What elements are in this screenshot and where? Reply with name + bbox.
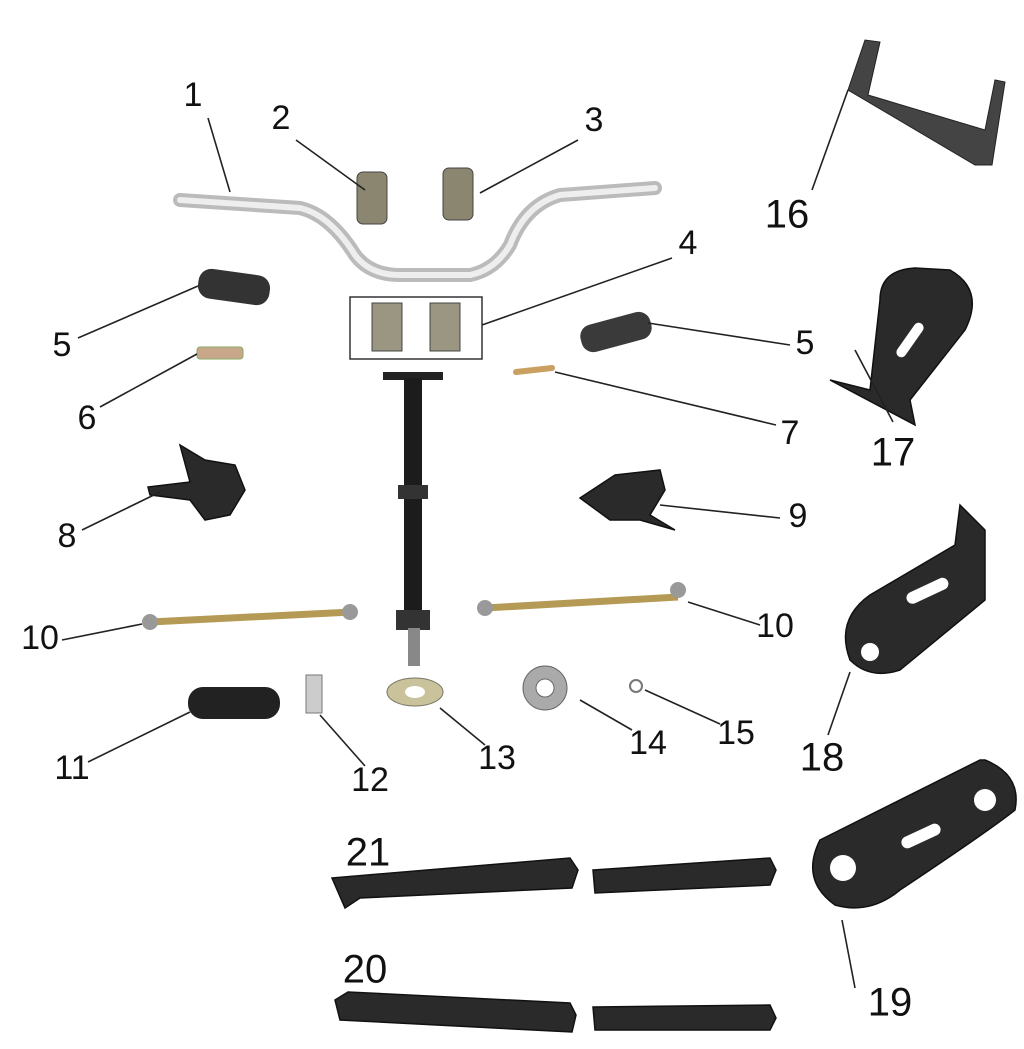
part-bracket-18 — [844, 503, 986, 675]
part-rail-21 — [330, 857, 777, 910]
part-grip-left — [197, 268, 271, 306]
part-tie-rod-right — [477, 582, 686, 616]
part-bushing — [188, 687, 280, 719]
label-16: 16 — [765, 193, 810, 237]
part-plate-6 — [196, 346, 244, 360]
part-steering-column — [383, 372, 443, 666]
part-rail-20 — [334, 991, 777, 1033]
label-15: 15 — [717, 714, 755, 752]
label-7: 7 — [781, 414, 800, 452]
label-5-right: 5 — [796, 324, 815, 362]
label-13: 13 — [478, 739, 516, 777]
label-4: 4 — [679, 224, 698, 262]
part-clamp-upper-right — [442, 167, 474, 221]
part-grip-right — [580, 311, 652, 353]
label-6: 6 — [78, 399, 97, 437]
part-clamp-upper-left — [356, 171, 388, 225]
part-u-bracket — [847, 39, 1006, 166]
part-flange — [386, 677, 444, 707]
part-knuckle-left — [147, 443, 246, 521]
part-tie-rod-left — [142, 604, 358, 630]
label-19: 19 — [868, 981, 913, 1025]
part-sleeve — [305, 674, 323, 714]
label-10-left: 10 — [21, 619, 59, 657]
label-14: 14 — [629, 724, 667, 762]
part-bearing — [522, 665, 568, 711]
label-8: 8 — [58, 517, 77, 555]
label-20: 20 — [343, 948, 388, 992]
label-10-right: 10 — [756, 607, 794, 645]
label-11: 11 — [54, 749, 89, 787]
label-3: 3 — [585, 101, 604, 139]
part-lower-clamps-box — [349, 296, 483, 360]
label-12: 12 — [351, 761, 389, 799]
part-circlip — [629, 679, 643, 693]
label-17: 17 — [871, 431, 916, 475]
part-plate-7 — [513, 365, 555, 375]
label-5-left: 5 — [53, 326, 72, 364]
label-1: 1 — [184, 76, 203, 114]
leader-lines — [61, 89, 894, 989]
part-knuckle-right — [578, 469, 676, 531]
label-21: 21 — [346, 831, 391, 875]
part-handlebar — [173, 181, 662, 282]
label-9: 9 — [789, 497, 808, 535]
label-18: 18 — [800, 736, 845, 780]
label-2: 2 — [272, 99, 291, 137]
